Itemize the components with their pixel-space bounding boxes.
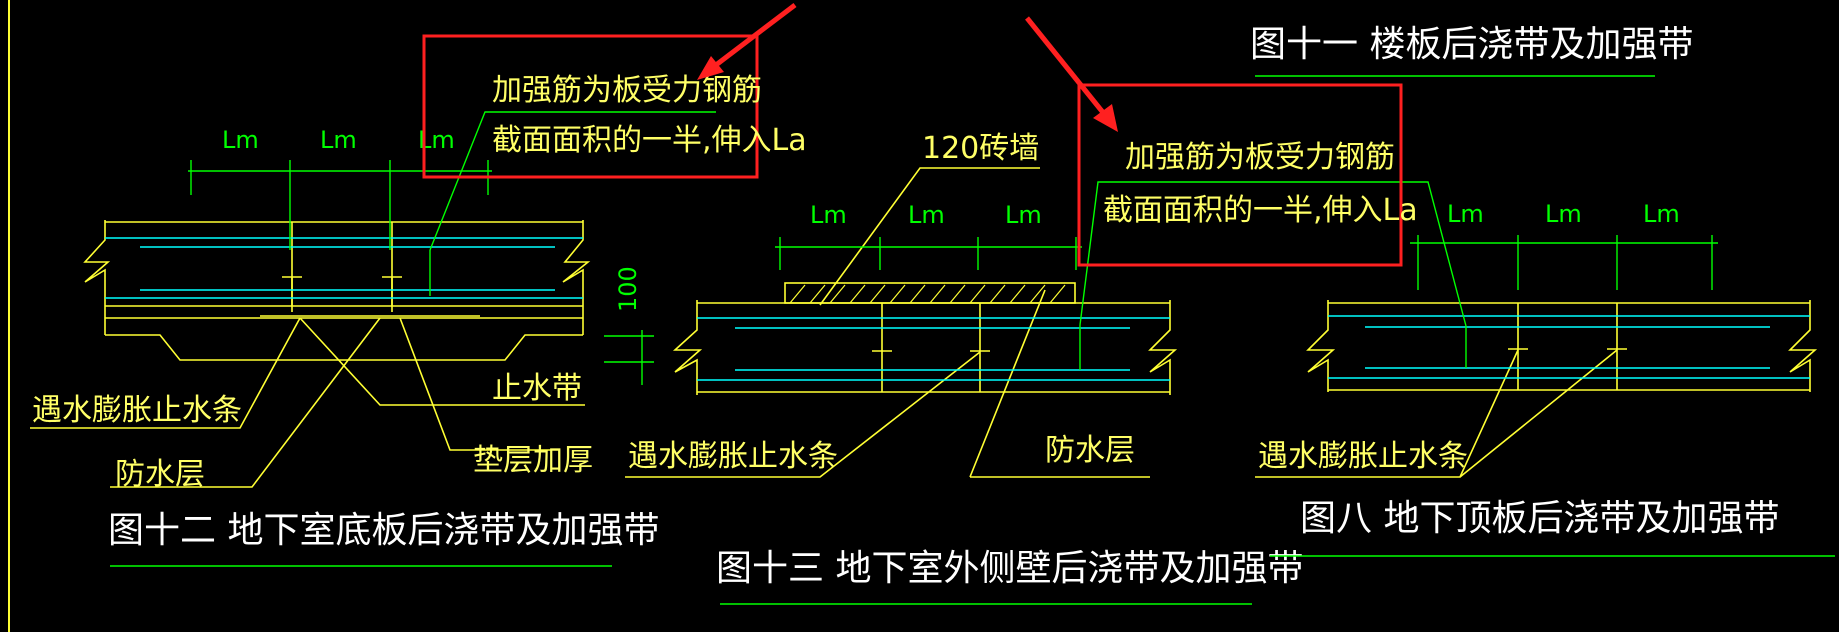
callout-box-left [422,34,759,179]
fig12-dim-100 [604,330,654,385]
fig12-right-break [562,220,591,335]
fig8-left-break [1306,300,1336,392]
fig13-label-swell: 遇水膨胀止水条 [628,439,838,474]
fig13-leader-brick [819,167,1040,306]
fig13-leader-waterproof [969,289,1046,478]
red-arrow-mid-shaft [1025,16,1107,117]
fig12-leader-waterstop [299,317,585,406]
hatch-line [989,284,1006,304]
figure-8-title: 图八 地下顶板后浇带及加强带 [1300,498,1779,539]
figure-12-rebar [105,237,583,299]
figure-13-dims [775,181,1405,370]
callout-box-mid [1077,83,1403,267]
figure-8-drawing [1255,300,1818,478]
fig13-callout-leader [1079,181,1405,326]
fig13-left-break [672,300,703,395]
figure-12-drawing [30,220,591,488]
fig12-dim-label-2: Lm [320,126,357,154]
figure-13-rebar [697,317,1170,381]
fig13-leader-swell [625,351,981,478]
fig12-label-cushion: 垫层加厚 [473,443,593,478]
fig8-dim-label-3: Lm [1643,200,1680,228]
fig13-dim-label-1: Lm [810,201,847,229]
fig8-label-swell: 遇水膨胀止水条 [1258,439,1468,474]
fig8-dim-label-1: Lm [1447,200,1484,228]
hatch-line [1049,284,1066,304]
fig13-dim-label-2: Lm [908,201,945,229]
fig13-hatch [789,284,1066,304]
callout-left-line1: 加强筋为板受力钢筋 [492,73,762,108]
fig12-cushion-outline [105,334,583,361]
fig12-label-waterproof: 防水层 [115,457,205,492]
fig12-leader-cushion [399,317,560,451]
fig13-label-waterproof: 防水层 [1045,433,1135,468]
figure-11-title-group: 图十一 楼板后浇带及加强带 [1250,24,1693,77]
red-arrow-mid-head [1093,104,1118,132]
fig12-callout-leader [429,111,716,251]
fig8-dim-label-2: Lm [1545,200,1582,228]
hatch-line [929,284,946,304]
hatch-line [969,284,986,304]
hatch-line [909,284,926,304]
fig13-label-brick-wall: 120砖墙 [922,131,1039,166]
fig8-callout-leader [1405,181,1467,327]
fig12-left-break [83,220,111,335]
hatch-line [809,284,826,304]
red-arrow-left-shaft [710,3,797,70]
figure-11-title: 图十一 楼板后浇带及加强带 [1250,24,1693,65]
red-arrow-left-head [697,56,724,80]
figure-12-title: 图十二 地下室底板后浇带及加强带 [108,510,659,551]
fig8-right-break [1788,300,1818,392]
fig8-leader-swell-2 [1459,349,1618,478]
callout-mid-line2: 截面面积的一半,伸入La [1103,193,1418,228]
figure-8-dims [1405,181,1718,368]
figure-8-rebar [1328,315,1810,379]
fig13-dim-label-3: Lm [1005,201,1042,229]
hatch-line [789,284,806,304]
hatch-line [949,284,966,304]
fig12-leader-swell [30,317,301,429]
figure-13-title: 图十三 地下室外侧壁后浇带及加强带 [716,548,1303,589]
callout-left-line2: 截面面积的一半,伸入La [492,123,807,158]
figure-12-dims [188,111,716,296]
hatch-line [869,284,886,304]
dim-100-label: 100 [614,266,642,312]
hatch-line [829,284,846,304]
hatch-line [849,284,866,304]
fig12-label-swell: 遇水膨胀止水条 [32,393,242,428]
fig12-leader-waterproof [110,317,381,488]
fig13-right-break [1148,300,1178,395]
hatch-line [1009,284,1026,304]
hatch-line [1029,284,1046,304]
fig12-label-waterstop: 止水带 [492,371,582,406]
callout-mid-line1: 加强筋为板受力钢筋 [1125,140,1395,175]
fig12-dim-label-1: Lm [222,126,259,154]
hatch-line [889,284,906,304]
